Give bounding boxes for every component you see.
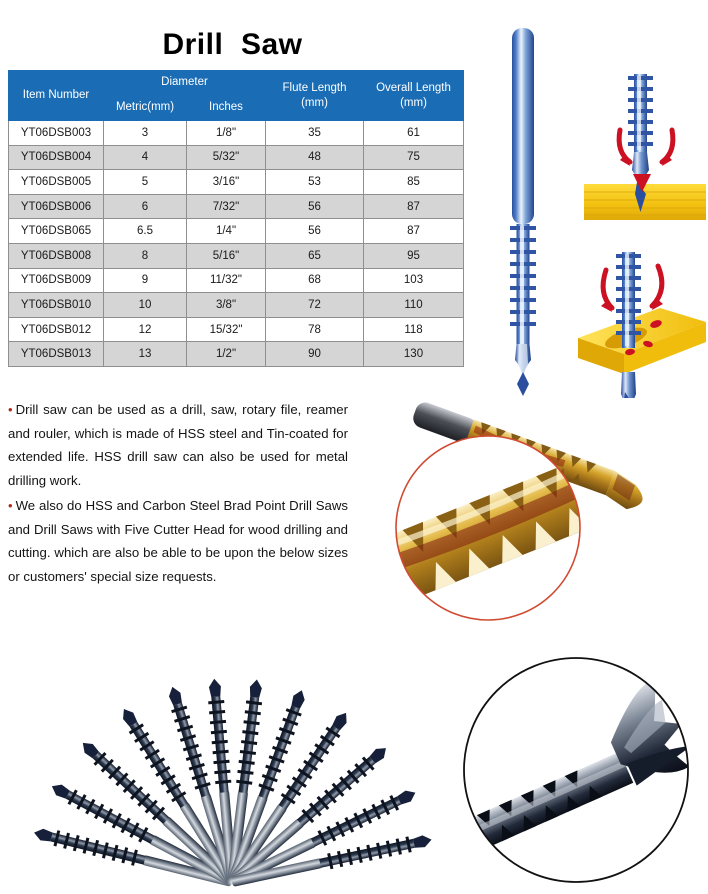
cell-metric: 4 [103, 144, 187, 171]
cell-inches: 1/2" [186, 341, 266, 367]
cell-metric: 5 [103, 169, 187, 195]
sawing-slot-diagram [578, 252, 706, 398]
cell-item-number: YT06DSB004 [8, 144, 104, 171]
cell-inches: 15/32" [186, 316, 266, 343]
cell-flute-length: 56 [265, 218, 364, 244]
drill-saw-bit-fan-photo [16, 624, 464, 894]
overall-length-line2: (mm) [400, 96, 427, 109]
specifications-table: Item Number Diameter Flute Length (mm) O… [8, 70, 464, 367]
page-title: Drill Saw [162, 28, 303, 61]
cell-flute-length: 35 [265, 120, 364, 146]
cell-item-number: YT06DSB009 [8, 267, 104, 294]
cell-flute-length: 68 [265, 267, 364, 294]
flute-length-line2: (mm) [301, 96, 328, 109]
tin-coated-drill-saw-photo [392, 372, 708, 630]
cell-inches: 1/4" [186, 218, 266, 244]
description-paragraph-1-text: Drill saw can be used as a drill, saw, r… [8, 402, 348, 488]
cell-flute-length: 78 [265, 316, 364, 343]
column-header-overall-length: Overall Length (mm) [363, 70, 464, 121]
cell-overall-length: 85 [363, 169, 464, 195]
cell-overall-length: 75 [363, 144, 464, 171]
cell-overall-length: 118 [363, 316, 464, 343]
overall-length-line1: Overall Length [376, 82, 451, 95]
column-header-item-number: Item Number [8, 70, 104, 121]
column-header-flute-length: Flute Length (mm) [265, 70, 364, 121]
cell-flute-length: 48 [265, 144, 364, 171]
column-header-inches: Inches [186, 94, 266, 121]
description-paragraph-2: •We also do HSS and Carbon Steel Brad Po… [8, 494, 348, 588]
spec-table-container: Item Number Diameter Flute Length (mm) O… [8, 70, 464, 367]
column-header-metric: Metric(mm) [103, 94, 187, 121]
table-header: Item Number Diameter Flute Length (mm) O… [8, 70, 464, 121]
cell-flute-length: 56 [265, 193, 364, 220]
description-block: •Drill saw can be used as a drill, saw, … [8, 398, 348, 590]
cell-flute-length: 65 [265, 242, 364, 269]
cell-flute-length: 53 [265, 169, 364, 195]
description-paragraph-1: •Drill saw can be used as a drill, saw, … [8, 398, 348, 492]
cell-flute-length: 72 [265, 292, 364, 318]
cell-inches: 5/16" [186, 242, 266, 269]
feed-arrow-icon [633, 174, 651, 192]
cell-overall-length: 87 [363, 218, 464, 244]
flute-length-line1: Flute Length [282, 82, 347, 95]
bullet-icon: • [8, 498, 13, 513]
cell-metric: 6.5 [103, 218, 187, 244]
inset-circle-outline [463, 657, 689, 883]
cell-inches: 3/8" [186, 292, 266, 318]
cell-item-number: YT06DSB010 [8, 292, 104, 318]
drill-saw-tip-closeup-inset [458, 652, 708, 894]
cell-overall-length: 130 [363, 341, 464, 367]
cell-item-number: YT06DSB008 [8, 242, 104, 269]
cell-inches: 7/32" [186, 193, 266, 220]
cell-overall-length: 110 [363, 292, 464, 318]
drill-saw-diagram-illustration [486, 16, 708, 398]
drilling-into-wood-diagram [584, 74, 706, 220]
cell-item-number: YT06DSB005 [8, 169, 104, 195]
cell-item-number: YT06DSB012 [8, 316, 104, 343]
cell-item-number: YT06DSB006 [8, 193, 104, 220]
cell-metric: 10 [103, 292, 187, 318]
cell-flute-length: 90 [265, 341, 364, 367]
cell-inches: 3/16" [186, 169, 266, 195]
cell-metric: 6 [103, 193, 187, 220]
bullet-icon: • [8, 402, 13, 417]
drill-saw-full-view [510, 28, 536, 396]
cell-item-number: YT06DSB065 [8, 218, 104, 244]
cell-item-number: YT06DSB003 [8, 120, 104, 146]
cell-metric: 8 [103, 242, 187, 269]
cell-overall-length: 95 [363, 242, 464, 269]
closeup-photo-content [464, 678, 688, 861]
cell-metric: 9 [103, 267, 187, 294]
cell-overall-length: 61 [363, 120, 464, 146]
cell-inches: 1/8" [186, 120, 266, 146]
column-header-diameter: Diameter [103, 70, 266, 95]
cell-metric: 12 [103, 316, 187, 343]
cell-inches: 5/32" [186, 144, 266, 171]
cell-metric: 3 [103, 120, 187, 146]
cell-overall-length: 103 [363, 267, 464, 294]
cell-item-number: YT06DSB013 [8, 341, 104, 367]
cell-metric: 13 [103, 341, 187, 367]
magnifier-circle-outline [395, 435, 581, 621]
cell-inches: 11/32" [186, 267, 266, 294]
description-paragraph-2-text: We also do HSS and Carbon Steel Brad Poi… [8, 498, 348, 584]
cell-overall-length: 87 [363, 193, 464, 220]
